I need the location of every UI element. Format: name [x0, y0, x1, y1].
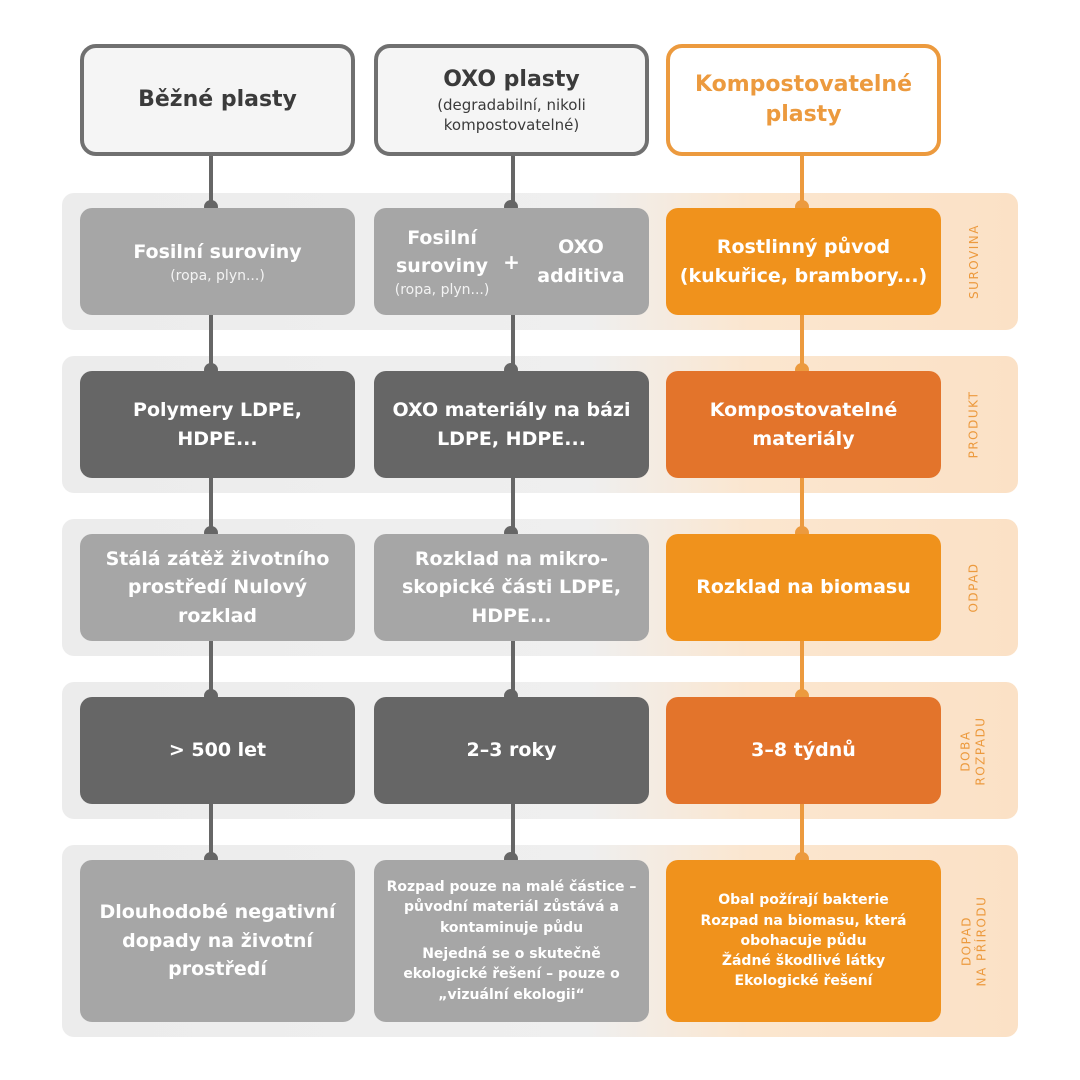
- box-paragraph: Rozpad pouze na malé částice – původní m…: [386, 879, 637, 936]
- box-main-text: Rostlinný původ (kukuřice, brambory...): [679, 236, 928, 287]
- box-main-text: 2–3 roky: [466, 739, 557, 762]
- header-subtitle: (degradabilní, nikoli kompostovatelné): [437, 95, 586, 134]
- odpad-kompost: Rozklad na biomasu: [666, 534, 941, 641]
- produkt-kompost: Kompostovatelné materiály: [666, 371, 941, 478]
- header-title: Kompostovatelné plasty: [694, 72, 913, 127]
- dopad-bezne: Dlouhodobé negativní dopady na životní p…: [80, 860, 355, 1022]
- dopad-oxo: Rozpad pouze na malé částice – původní m…: [374, 860, 649, 1022]
- box-sub-text: (ropa, plyn...): [394, 281, 490, 298]
- odpad-bezne: Stálá zátěž životního prostředí Nulový r…: [80, 534, 355, 641]
- box-main-text: > 500 let: [168, 739, 267, 762]
- box-main-text: Dlouhodobé negativní dopady na životní p…: [99, 901, 336, 981]
- box-main-text: Fosilní suroviny: [133, 241, 302, 264]
- connector-line-col1: [209, 150, 213, 870]
- odpad-oxo: Rozklad na mikro-skopické části LDPE, HD…: [374, 534, 649, 641]
- box-main-text: Kompostovatelné materiály: [709, 399, 898, 450]
- box-main-text: Stálá zátěž životního prostředí Nulový r…: [105, 547, 330, 627]
- doba-bezne: > 500 let: [80, 697, 355, 804]
- doba-oxo: 2–3 roky: [374, 697, 649, 804]
- header-kompostovatelne-plasty: Kompostovatelné plasty: [666, 44, 941, 156]
- dopad-kompost: Obal požírají bakterie Rozpad na biomasu…: [666, 860, 941, 1022]
- box-main-text: OXO materiály na bázi LDPE, HDPE...: [392, 399, 631, 450]
- surovina-bezne: Fosilní suroviny (ropa, plyn...): [80, 208, 355, 315]
- box-paragraph: Ekologické řešení: [734, 973, 873, 990]
- header-oxo-plasty: OXO plasty (degradabilní, nikoli kompost…: [374, 44, 649, 156]
- box-paragraph: Nejedná se o skutečně ekologické řešení …: [403, 946, 620, 1003]
- box-main-text: OXO additiva: [537, 236, 625, 287]
- box-main-text: Polymery LDPE, HDPE...: [133, 399, 302, 450]
- connector-line-col2: [511, 150, 515, 870]
- surovina-kompost: Rostlinný původ (kukuřice, brambory...): [666, 208, 941, 315]
- box-main-text: Fosilní suroviny: [395, 226, 489, 278]
- box-main-text: Rozklad na mikro-skopické části LDPE, HD…: [401, 547, 622, 627]
- header-bezne-plasty: Běžné plasty: [80, 44, 355, 156]
- band-label-doba-rozpadu: DOBA ROZPADU: [959, 715, 988, 786]
- box-main-text: Rozklad na biomasu: [696, 576, 911, 599]
- plus-sign: +: [503, 249, 520, 274]
- produkt-oxo: OXO materiály na bázi LDPE, HDPE...: [374, 371, 649, 478]
- box-sub-text: (ropa, plyn...): [170, 267, 265, 284]
- band-label-produkt: PRODUKT: [966, 390, 981, 459]
- header-title: OXO plasty: [443, 66, 580, 92]
- surovina-oxo-left: Fosilní suroviny (ropa, plyn...): [387, 224, 497, 299]
- produkt-bezne: Polymery LDPE, HDPE...: [80, 371, 355, 478]
- band-label-odpad: ODPAD: [966, 562, 981, 613]
- surovina-oxo: Fosilní suroviny (ropa, plyn...) + OXO a…: [374, 208, 649, 315]
- box-paragraph: Žádné škodlivé látky: [721, 953, 886, 970]
- connector-line-col3: [800, 150, 804, 870]
- header-title: Běžné plasty: [138, 87, 297, 113]
- doba-kompost: 3–8 týdnů: [666, 697, 941, 804]
- surovina-oxo-right: OXO additiva: [526, 233, 636, 290]
- box-paragraph: Rozpad na biomasu, která obohacuje půdu: [700, 912, 907, 949]
- band-label-surovina: SUROVINA: [966, 224, 981, 299]
- band-label-dopad: DOPAD NA PŘÍRODU: [959, 895, 989, 987]
- box-paragraph: Obal požírají bakterie: [718, 892, 889, 909]
- box-main-text: 3–8 týdnů: [751, 739, 856, 762]
